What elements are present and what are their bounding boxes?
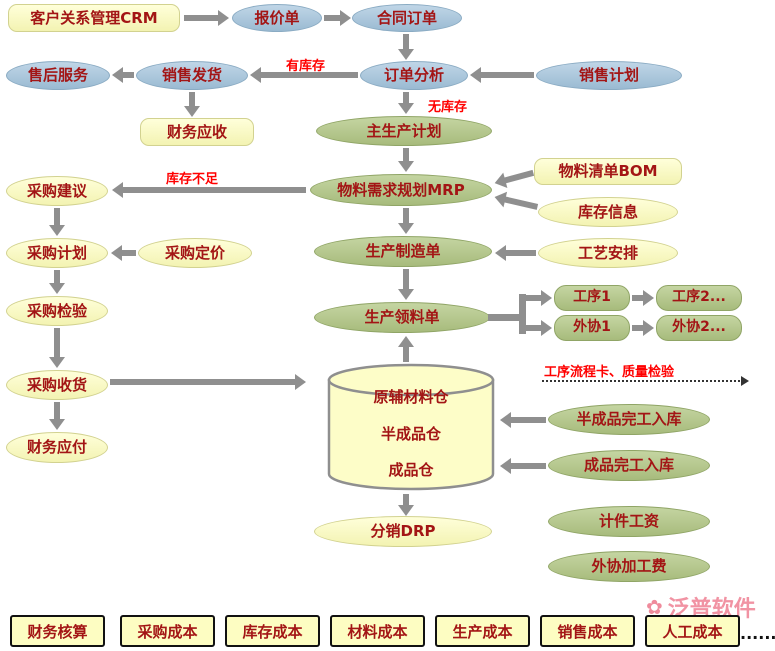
arrow-quotation-to-contract xyxy=(324,10,351,26)
bottom-ellipsis: ...... xyxy=(740,624,775,643)
arrow-delivery-to-aftersales xyxy=(112,67,134,83)
bottom-box-material-cost: 材料成本 xyxy=(330,615,425,647)
label-out-of-stock: 无库存 xyxy=(428,100,468,115)
warehouse-row-semi: 半成品仓 xyxy=(380,425,441,443)
arrow-mps-to-mrp xyxy=(398,148,414,172)
bottom-box-production-cost: 生产成本 xyxy=(435,615,530,647)
connector-picking-branch-v xyxy=(519,294,526,334)
warehouse-row-raw: 原辅材料仓 xyxy=(373,388,449,406)
node-semi-finished-in: 半成品完工入库 xyxy=(548,404,710,435)
node-master-production-plan: 主生产计划 xyxy=(316,116,492,146)
node-production-picking: 生产领料单 xyxy=(314,302,490,333)
node-sales-plan: 销售计划 xyxy=(536,61,682,90)
arrow-delivery-to-receivable xyxy=(184,92,200,117)
bottom-box-labor-cost: 人工成本 xyxy=(645,615,740,647)
node-mrp: 物料需求规划MRP xyxy=(310,174,492,206)
connector-picking-branch-h xyxy=(488,314,526,321)
arrow-crm-to-quotation xyxy=(184,10,229,26)
node-process2: 工序2... xyxy=(656,285,742,311)
node-sales-delivery: 销售发货 xyxy=(136,61,248,90)
arrow-receiving-to-warehouse xyxy=(110,374,306,390)
node-finance-receivable: 财务应收 xyxy=(140,118,254,146)
node-outsource-fee: 外协加工费 xyxy=(548,551,710,582)
arrow-bom-to-mrp xyxy=(493,165,536,191)
fanpu-logo-icon: ✿ xyxy=(646,595,663,619)
node-outsource1: 外协1 xyxy=(554,315,630,341)
node-process-arrangement: 工艺安排 xyxy=(538,238,678,268)
arrow-warehouse-to-picking xyxy=(398,336,414,362)
label-in-stock: 有库存 xyxy=(286,59,326,74)
arrow-purchaseplan-to-inspection xyxy=(49,270,65,294)
arrow-analysis-to-mps xyxy=(398,92,414,114)
arrow-productionorder-to-picking xyxy=(398,269,414,300)
arrow-finished-to-warehouse xyxy=(500,458,546,474)
node-inventory-info: 库存信息 xyxy=(538,197,678,227)
node-after-sales: 售后服务 xyxy=(6,61,110,90)
node-purchase-inspection: 采购检验 xyxy=(6,296,108,326)
node-production-order: 生产制造单 xyxy=(314,236,492,267)
arrow-process1-to-process2 xyxy=(632,290,654,306)
dotted-arrow-process-flow xyxy=(542,376,749,386)
node-piece-rate-wage: 计件工资 xyxy=(548,506,710,537)
label-process-card-quality: 工序流程卡、质量检验 xyxy=(544,365,675,380)
node-process1: 工序1 xyxy=(554,285,630,311)
arrow-branch-to-process1 xyxy=(522,290,552,306)
arrow-mrp-to-suggestion xyxy=(112,182,306,198)
node-drp: 分销DRP xyxy=(314,516,492,547)
node-bom: 物料清单BOM xyxy=(534,158,682,185)
node-crm: 客户关系管理CRM xyxy=(8,4,180,32)
node-finance-payable: 财务应付 xyxy=(6,432,108,463)
arrow-mrp-to-productionorder xyxy=(398,208,414,234)
arrow-arrangement-to-productionorder xyxy=(495,245,536,261)
warehouse-cylinder: 原辅材料仓 半成品仓 成品仓 xyxy=(326,362,496,492)
cylinder-shape xyxy=(327,363,495,491)
node-purchase-pricing: 采购定价 xyxy=(138,238,252,268)
arrow-inventory-to-mrp xyxy=(493,189,539,214)
arrow-analysis-to-delivery xyxy=(250,67,358,83)
bottom-box-inventory-cost: 库存成本 xyxy=(225,615,320,647)
warehouse-row-finished: 成品仓 xyxy=(388,461,434,479)
node-purchase-receiving: 采购收货 xyxy=(6,370,108,400)
node-purchase-plan: 采购计划 xyxy=(6,238,108,268)
node-purchase-suggestion: 采购建议 xyxy=(6,176,108,206)
label-insufficient-stock: 库存不足 xyxy=(166,172,219,187)
arrow-salesplan-to-analysis xyxy=(470,67,534,83)
arrow-suggestion-to-purchaseplan xyxy=(49,208,65,236)
arrow-outsource1-to-outsource2 xyxy=(632,320,654,336)
arrow-contract-to-analysis xyxy=(398,34,414,60)
node-order-analysis: 订单分析 xyxy=(360,61,468,90)
bottom-box-sales-cost: 销售成本 xyxy=(540,615,635,647)
arrow-branch-to-outsource1 xyxy=(522,320,552,336)
arrow-pricing-to-purchaseplan xyxy=(111,245,136,261)
arrow-inspection-to-receiving xyxy=(49,328,65,368)
bottom-box-finance-accounting: 财务核算 xyxy=(10,615,105,647)
arrow-warehouse-to-drp xyxy=(398,494,414,516)
arrow-receiving-to-payable xyxy=(49,402,65,430)
node-quotation: 报价单 xyxy=(232,4,322,32)
node-contract-order: 合同订单 xyxy=(352,4,462,32)
node-outsource2: 外协2... xyxy=(656,315,742,341)
node-finished-in: 成品完工入库 xyxy=(548,450,710,481)
arrow-semifinished-to-warehouse xyxy=(500,412,546,428)
bottom-box-purchase-cost: 采购成本 xyxy=(120,615,215,647)
